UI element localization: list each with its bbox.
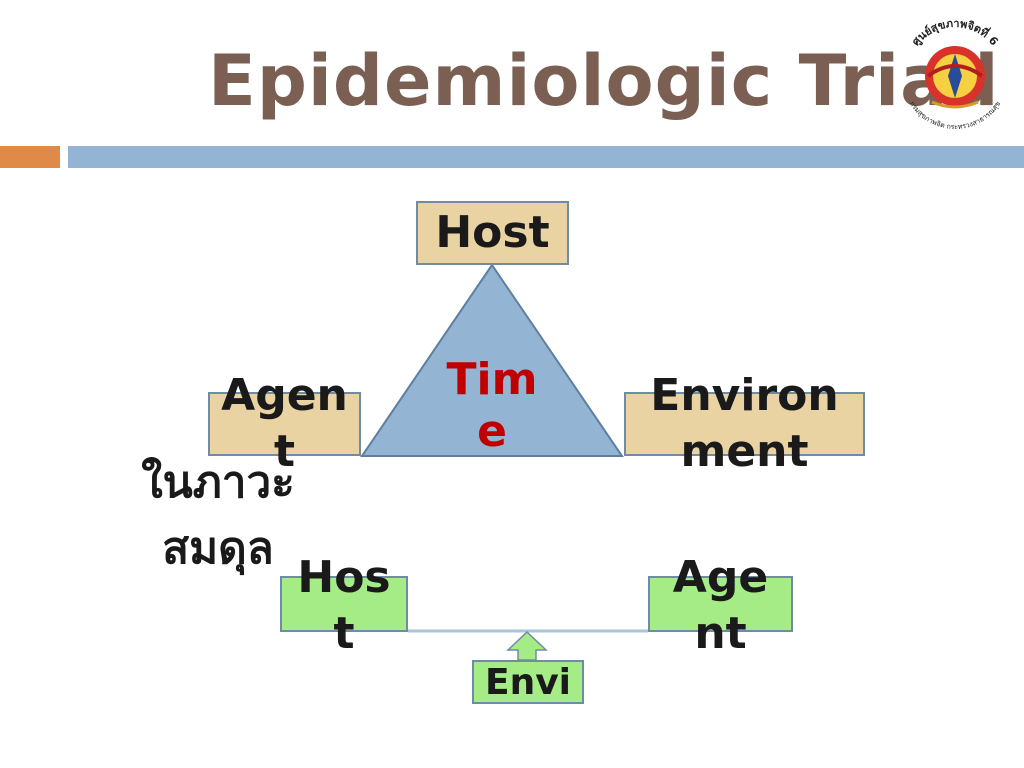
environment-box	[624, 392, 865, 456]
up-arrow-icon	[506, 630, 548, 661]
slide-title: Epidemiologic Triad	[208, 40, 1000, 122]
host-box: Host	[416, 201, 569, 265]
balance-agent-box	[648, 576, 793, 632]
department-seal-logo: ศูนย์สุขภาพจิตที่ 6 กรมสุขภาพจิต กระทรวง…	[908, 17, 1002, 131]
triad-triangle	[360, 263, 624, 457]
balance-caption: ในภาวะ สมดุล	[141, 457, 295, 574]
environment-label: Environ ment	[650, 370, 839, 477]
agent-box	[208, 392, 361, 456]
time-label: Tim e	[446, 354, 538, 457]
agent-label: Agen t	[221, 370, 348, 477]
accent-bar-blue	[68, 146, 1024, 168]
balance-host-label: Hos t	[297, 552, 391, 659]
balance-env-box: Envi	[472, 660, 584, 704]
balance-env-label: Envi	[484, 662, 572, 703]
host-label: Host	[435, 207, 550, 258]
balance-agent-label: Age nt	[672, 552, 769, 659]
balance-host-box	[280, 576, 408, 632]
accent-bar-orange	[0, 146, 60, 168]
